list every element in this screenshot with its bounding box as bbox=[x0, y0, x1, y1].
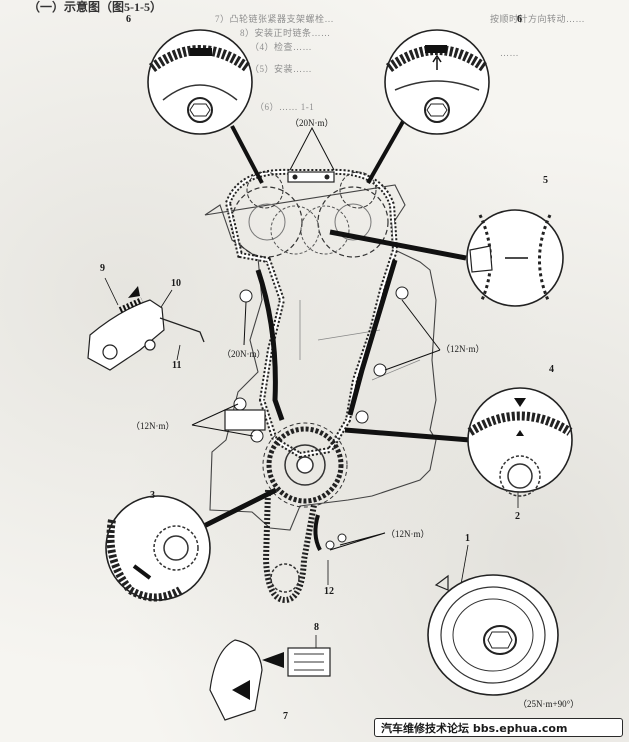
bleed-text-4: （5）安装…… bbox=[250, 64, 313, 74]
detail-6-left-camshaft bbox=[147, 29, 253, 135]
torque-label-right-guide: （12N·m） bbox=[441, 344, 485, 354]
exhaust-camshaft-sprocket bbox=[317, 186, 389, 258]
bleed-text-7: …… bbox=[500, 48, 519, 58]
torque-label-tensioner: （12N·m） bbox=[131, 421, 175, 431]
torque-label-pulley: （25N·m+90°） bbox=[518, 699, 580, 709]
forum-watermark: 汽车维修技术论坛 bbs.ephua.com bbox=[374, 718, 623, 737]
detail-6-right-camshaft bbox=[384, 29, 490, 135]
tensioner-plunger-assembly bbox=[209, 639, 331, 721]
cam-mark-circle-right bbox=[339, 171, 377, 209]
callout-2: 2 bbox=[515, 511, 520, 522]
leader-6-left bbox=[230, 125, 264, 184]
leader-3 bbox=[194, 487, 278, 533]
bleed-text-2: 8）安装正时链条…… bbox=[240, 28, 331, 38]
leader-11 bbox=[176, 344, 181, 361]
callout-7: 7 bbox=[283, 711, 288, 722]
tensioner-guide-left bbox=[255, 269, 285, 421]
fixed-guide-right bbox=[347, 259, 398, 416]
section-heading: （一）示意图（图5-1-5） bbox=[28, 0, 162, 14]
bleed-text-6: 按顺时针方向转动…… bbox=[490, 14, 586, 24]
push-arrow-9 bbox=[128, 286, 140, 298]
engine-block-outline bbox=[204, 184, 437, 531]
leader-torque-12-right bbox=[384, 299, 441, 371]
chain-tensioner bbox=[224, 409, 266, 431]
callout-4: 4 bbox=[549, 364, 554, 375]
callout-5: 5 bbox=[543, 175, 548, 186]
callout-12: 12 bbox=[324, 586, 334, 597]
callout-3: 3 bbox=[150, 490, 155, 501]
detail-4-crank-mark bbox=[467, 387, 573, 497]
tensioner-lock-assembly bbox=[87, 286, 205, 371]
lower-tensioner bbox=[313, 514, 322, 551]
leader-5 bbox=[329, 229, 467, 261]
torque-label-lower-tensioner: （12N·m） bbox=[386, 529, 430, 539]
callout-6-right: 6 bbox=[517, 14, 522, 25]
cam-mark-circle-left bbox=[246, 171, 284, 209]
crankshaft-pulley bbox=[427, 574, 559, 696]
idler-gears bbox=[270, 205, 350, 255]
callout-9: 9 bbox=[100, 263, 105, 274]
arrow-push-7 bbox=[232, 680, 250, 700]
lower-chain bbox=[262, 489, 317, 604]
timing-mark-triangle-up bbox=[516, 430, 524, 436]
callout-10: 10 bbox=[171, 278, 181, 289]
leader-torque-20-top bbox=[289, 126, 335, 171]
bleed-text-3: （4）检查…… bbox=[250, 42, 313, 52]
torque-label-top: （20N·m） bbox=[290, 118, 334, 128]
torque-label-left-guide: （20N·m） bbox=[222, 349, 266, 359]
arrow-insert-8 bbox=[262, 652, 284, 668]
timing-mark-triangle-down bbox=[514, 398, 526, 407]
callout-6-left: 6 bbox=[126, 14, 131, 25]
detail-5-sprocket-alignment bbox=[466, 209, 564, 307]
chain-guide-top-plate bbox=[287, 171, 335, 183]
leader-4 bbox=[344, 427, 471, 443]
detail-3-tensioner-contact bbox=[105, 495, 211, 602]
bleed-text-1: 7）凸轮链张紧器支架螺栓… bbox=[215, 14, 335, 24]
callout-8: 8 bbox=[314, 622, 319, 633]
bleed-text-5: （6）…… 1-1 bbox=[255, 102, 315, 112]
callout-11: 11 bbox=[172, 360, 182, 371]
pulley-mark-triangle bbox=[434, 574, 449, 591]
leader-torque-12-left bbox=[191, 403, 254, 437]
leader-6-right bbox=[366, 117, 407, 184]
leader-9 bbox=[104, 277, 119, 306]
leader-torque-20-left bbox=[243, 301, 247, 346]
callout-1: 1 bbox=[465, 533, 470, 544]
leader-torque-12-bottom bbox=[329, 532, 386, 551]
intake-camshaft-sprocket bbox=[231, 186, 303, 258]
lock-pin bbox=[159, 317, 205, 343]
crankshaft-sprocket bbox=[262, 422, 348, 508]
oil-pump-sprocket bbox=[270, 563, 300, 593]
